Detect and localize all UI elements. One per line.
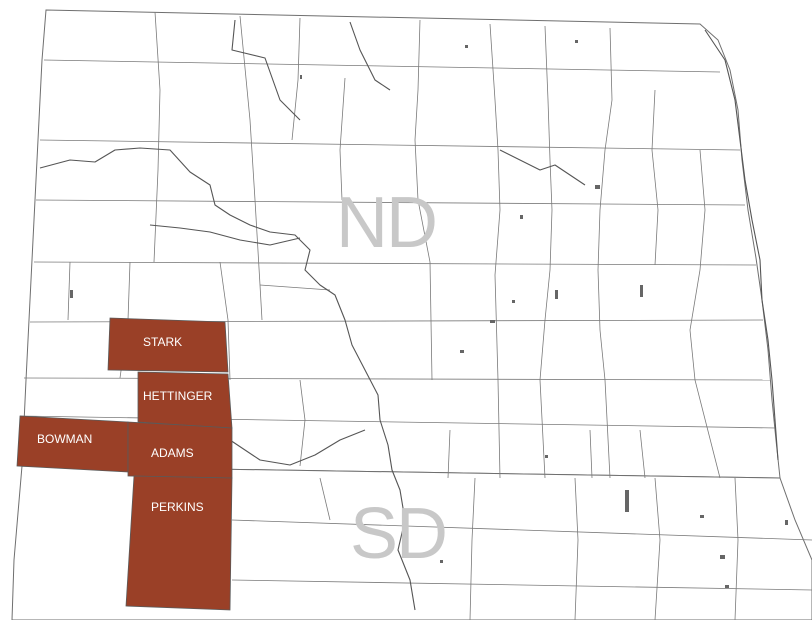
county-label-adams: ADAMS bbox=[151, 446, 194, 460]
river-northeast bbox=[349, 21, 391, 91]
cannonball-river bbox=[229, 429, 366, 466]
state-label-sd: SD bbox=[350, 494, 446, 574]
county-label-hettinger: HETTINGER bbox=[143, 389, 213, 403]
red-river bbox=[704, 29, 779, 461]
county-stark[interactable] bbox=[107, 317, 229, 373]
county-label-bowman: BOWMAN bbox=[37, 432, 92, 446]
rivers bbox=[39, 19, 779, 611]
state-label-nd: ND bbox=[336, 183, 436, 263]
county-adams[interactable] bbox=[127, 421, 233, 479]
county-label-perkins: PERKINS bbox=[151, 500, 204, 514]
county-perkins[interactable] bbox=[125, 475, 233, 611]
lakes bbox=[70, 40, 788, 588]
highlighted-counties bbox=[16, 317, 233, 611]
county-label-stark: STARK bbox=[143, 335, 182, 349]
sheyenne-river bbox=[499, 149, 586, 186]
river-north bbox=[231, 19, 301, 121]
heart-river bbox=[149, 224, 301, 246]
missouri-river bbox=[39, 147, 416, 611]
